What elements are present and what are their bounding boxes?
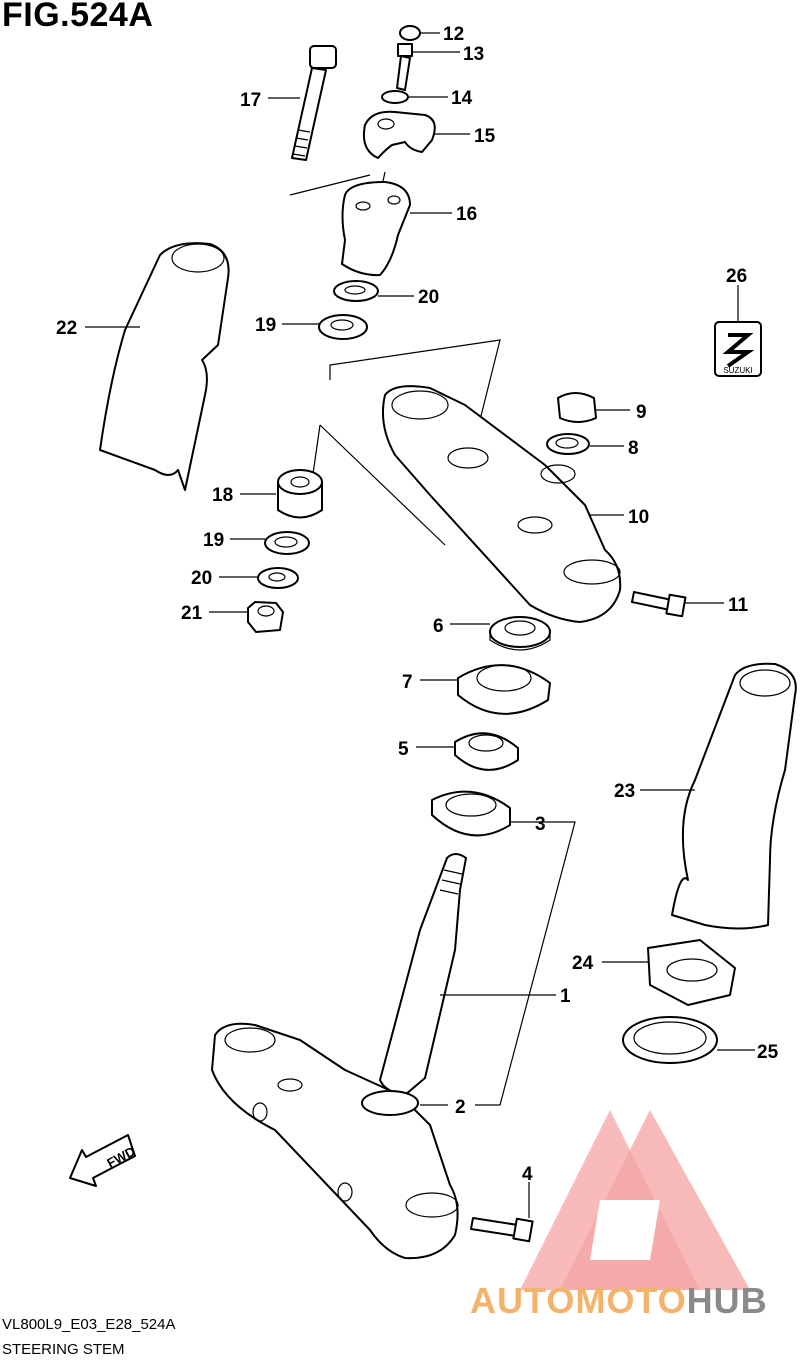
callout-25: 25 (757, 1042, 779, 1063)
callout-5: 5 (398, 739, 409, 760)
callout-10: 10 (628, 507, 649, 528)
part-21-nut (247, 601, 284, 633)
part-13-bolt (396, 43, 413, 91)
emblem-text: SUZUKI (723, 366, 752, 375)
assembly-line-19-10 (329, 339, 501, 461)
callout-15: 15 (474, 126, 496, 147)
figure-name: STEERING STEM (2, 1341, 125, 1358)
part-1-steering-stem (379, 853, 467, 1096)
callout-13: 13 (463, 44, 484, 65)
part-18-spacer (277, 469, 323, 519)
part-19-washer-top (318, 314, 368, 340)
part-7-dust-seal (457, 664, 551, 715)
callout-23: 23 (614, 781, 635, 802)
watermark-text: AUTOMOTOHUB (470, 1280, 768, 1322)
watermark-text-part2: HUB (686, 1280, 768, 1321)
part-14-lockwasher (381, 90, 409, 104)
callout-labels: 12 13 14 15 16 17 20 19 22 26 9 8 10 18 … (56, 24, 779, 1185)
part-23-fork-cover-right (671, 662, 797, 930)
callout-2: 2 (455, 1097, 466, 1118)
part-5-upper-bearing (454, 732, 519, 771)
part-8-washer (546, 433, 590, 455)
callout-3: 3 (535, 814, 546, 835)
callout-20-lower: 20 (191, 568, 212, 589)
part-10-upper-bracket (382, 385, 622, 623)
watermark-text-part1: AUTOMOTO (470, 1280, 687, 1321)
part-11-bolt (631, 591, 687, 618)
callout-16: 16 (456, 204, 477, 225)
part-25-washer (622, 1016, 718, 1064)
callout-24: 24 (572, 953, 594, 974)
callout-11: 11 (728, 595, 749, 616)
part-16-handlebar-holder (341, 181, 411, 277)
part-26-suzuki-emblem: SUZUKI (714, 321, 762, 377)
callout-19-lower: 19 (203, 530, 224, 551)
callout-4: 4 (522, 1164, 533, 1185)
callout-7: 7 (402, 672, 413, 693)
part-6-steering-nut (489, 616, 551, 651)
callout-17: 17 (240, 90, 261, 111)
callout-20-top: 20 (418, 287, 439, 308)
part-20-washer-top (333, 280, 379, 302)
watermark-logo (520, 1110, 750, 1290)
figure-code: VL800L9_E03_E28_524A (2, 1316, 176, 1333)
part-3-lower-bearing (431, 790, 511, 837)
part-4-bolt (470, 1217, 534, 1243)
part-19-washer-lower (264, 531, 310, 555)
part-17-long-bolt (291, 45, 337, 161)
part-12-cap (399, 25, 421, 41)
callout-18: 18 (212, 485, 233, 506)
callout-8: 8 (628, 438, 639, 459)
part-24-lock-ring (647, 939, 736, 1006)
callout-14: 14 (451, 88, 473, 109)
figure-title: FIG.524A (2, 0, 154, 34)
callout-26: 26 (726, 266, 747, 287)
part-2-seal (361, 1090, 419, 1116)
callout-6: 6 (433, 616, 444, 637)
callout-21: 21 (181, 603, 203, 624)
leader-lines (85, 32, 755, 1218)
callout-9: 9 (636, 402, 647, 423)
part-20-washer-lower (257, 567, 299, 589)
callout-1: 1 (560, 986, 571, 1007)
callout-12: 12 (443, 24, 464, 45)
part-15-handlebar-clamp (362, 110, 436, 159)
callout-19-top: 19 (255, 315, 276, 336)
callout-22: 22 (56, 318, 77, 339)
fwd-arrow: FWD (69, 1134, 138, 1187)
part-22-fork-cover-left (99, 242, 230, 491)
part-9-cap-nut (557, 392, 597, 423)
part-1-lower-bracket (211, 1022, 459, 1260)
